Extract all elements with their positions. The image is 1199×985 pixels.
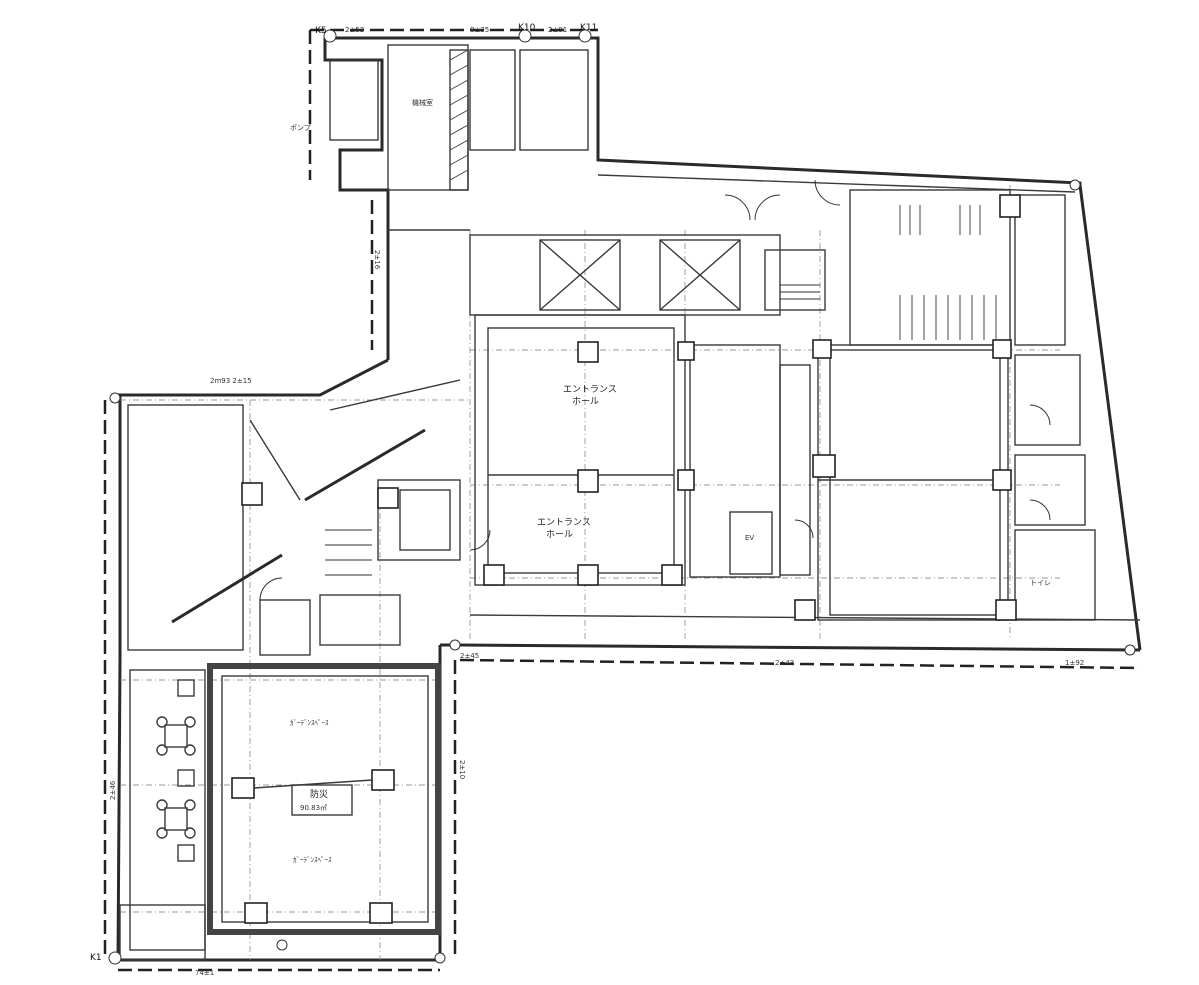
dim-top-1: 2±53 (345, 26, 364, 34)
garden-space-upper-label: ｶﾞｰﾃﾞﾝｽﾍﾟｰｽ (290, 719, 329, 727)
axis-bubble-corner (449, 639, 461, 651)
axis-bubble-south (276, 939, 288, 951)
dim-bottom-right: 1±92 (1065, 659, 1084, 667)
dim-left-2: 2±46 (109, 780, 117, 800)
entrance-hall-2-line2: ホール (546, 529, 573, 540)
garden-space-lower-label: ｶﾞｰﾃﾞﾝｽﾍﾟｰｽ (293, 856, 332, 864)
dim-bottom-2: 2±45 (460, 652, 479, 660)
dim-left-1: 2m93 2±15 (210, 377, 252, 385)
canopy-lines (171, 379, 461, 624)
dim-right-1: 2±10 (458, 760, 466, 779)
entrance-hall-1-line1: エントランス (563, 384, 617, 395)
entrance-hall-1-line2: ホール (572, 396, 599, 407)
toilet-label: トイレ (1030, 579, 1051, 587)
site-boundary (103, 28, 1141, 972)
doors (259, 179, 1051, 601)
ev-label: EV (745, 534, 754, 542)
furniture (156, 679, 196, 862)
axis-bubble-k1 (108, 951, 122, 965)
stairs (325, 205, 997, 576)
columns (241, 194, 1021, 621)
axis-bubble-k10 (518, 29, 532, 43)
void-crosses (539, 239, 741, 311)
center-room-label: 防災 (310, 788, 328, 800)
interior-walls (119, 44, 1141, 961)
axis-bubble-k5 (323, 29, 337, 43)
axis-bubble-ne (1069, 179, 1081, 191)
axis-label-k1: K1 (90, 953, 102, 963)
hatched-shaft (449, 49, 469, 191)
center-room-area: 90.83㎡ (300, 804, 327, 812)
room-labels: エントランス ホール エントランス ホール ｶﾞｰﾃﾞﾝｽﾍﾟｰｽ ｶﾞｰﾃﾞﾝ… (290, 98, 1051, 864)
machine-room-label: 機械室 (412, 98, 433, 107)
axis-bubble-se (434, 952, 446, 964)
dimension-labels: 2±53 8±35 2±91 2m93 2±15 2±43 2±45 1±92 … (109, 26, 1084, 977)
axis-label-k10: K10 (518, 23, 536, 33)
dim-bottom-left: 74±1 (195, 969, 214, 977)
axis-bubble-east (1124, 644, 1136, 656)
axis-bubble-west (109, 392, 121, 404)
dim-top-2: 8±35 (470, 26, 489, 34)
garden-space-room (207, 663, 441, 935)
axis-bubble-k11 (578, 29, 592, 43)
axis-label-k5: K5 (315, 26, 327, 36)
pump-label: ポンプ (290, 124, 311, 132)
dim-top-3: 2±91 (548, 26, 567, 34)
dim-bottom-1: 2±43 (775, 659, 794, 667)
axis-markers: K5 K10 K11 K1 (90, 23, 1136, 965)
entrance-hall-2-line1: エントランス (537, 517, 591, 528)
dim-right-2: 2±16 (373, 250, 381, 270)
axis-label-k11: K11 (580, 23, 597, 33)
